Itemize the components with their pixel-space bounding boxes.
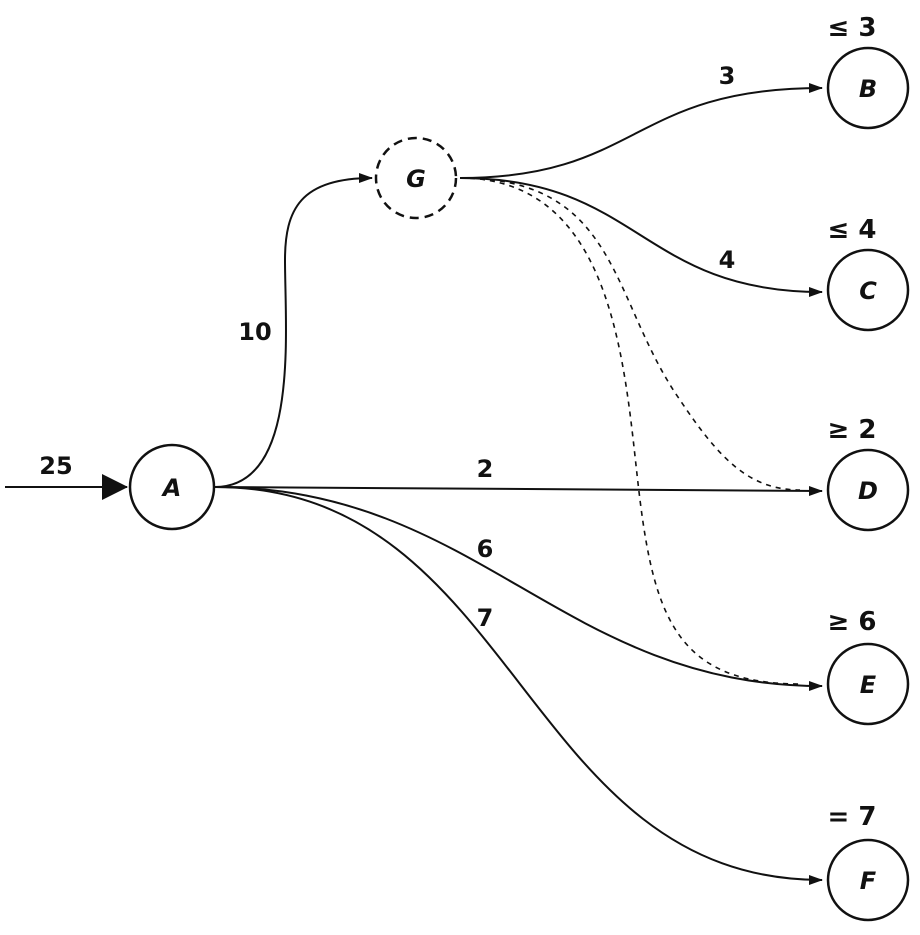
dashed-edge-g-e [459, 177, 801, 685]
dashed-edge-g-d [459, 177, 801, 491]
source-label: 25 [39, 452, 72, 480]
edge-label-g-c: 4 [719, 246, 736, 274]
node-b: B ≤ 3 [826, 13, 910, 130]
node-b-label: B [859, 75, 877, 103]
node-e: E ≥ 6 [826, 607, 910, 726]
node-e-constraint: ≥ 6 [828, 607, 877, 637]
edge-label-a-g: 10 [238, 318, 271, 346]
edge-g-b [459, 83, 823, 179]
node-c-constraint: ≤ 4 [828, 215, 877, 245]
node-d-label: D [858, 477, 878, 505]
node-d-constraint: ≥ 2 [828, 415, 877, 445]
node-b-constraint: ≤ 3 [828, 13, 877, 43]
node-c-label: C [859, 277, 877, 305]
edge-label-a-e: 6 [477, 535, 494, 563]
node-g: G [374, 136, 458, 220]
edge-a-f [214, 486, 823, 885]
edge-a-g [214, 173, 373, 488]
node-f-constraint: = 7 [828, 802, 877, 832]
edge-a-e [214, 486, 823, 691]
node-d: D ≥ 2 [826, 415, 910, 532]
node-a: A [128, 443, 216, 531]
node-e-label: E [860, 671, 877, 699]
node-a-label: A [161, 474, 182, 502]
edge-label-g-b: 3 [719, 62, 736, 90]
node-c: C ≤ 4 [826, 215, 910, 332]
edge-g-c [459, 177, 823, 297]
node-f: F = 7 [826, 802, 910, 922]
edge-a-d [214, 485, 823, 496]
edge-label-a-d: 2 [477, 455, 494, 483]
edge-label-a-f: 7 [477, 604, 494, 632]
node-g-label: G [406, 165, 426, 193]
node-f-label: F [860, 867, 877, 895]
